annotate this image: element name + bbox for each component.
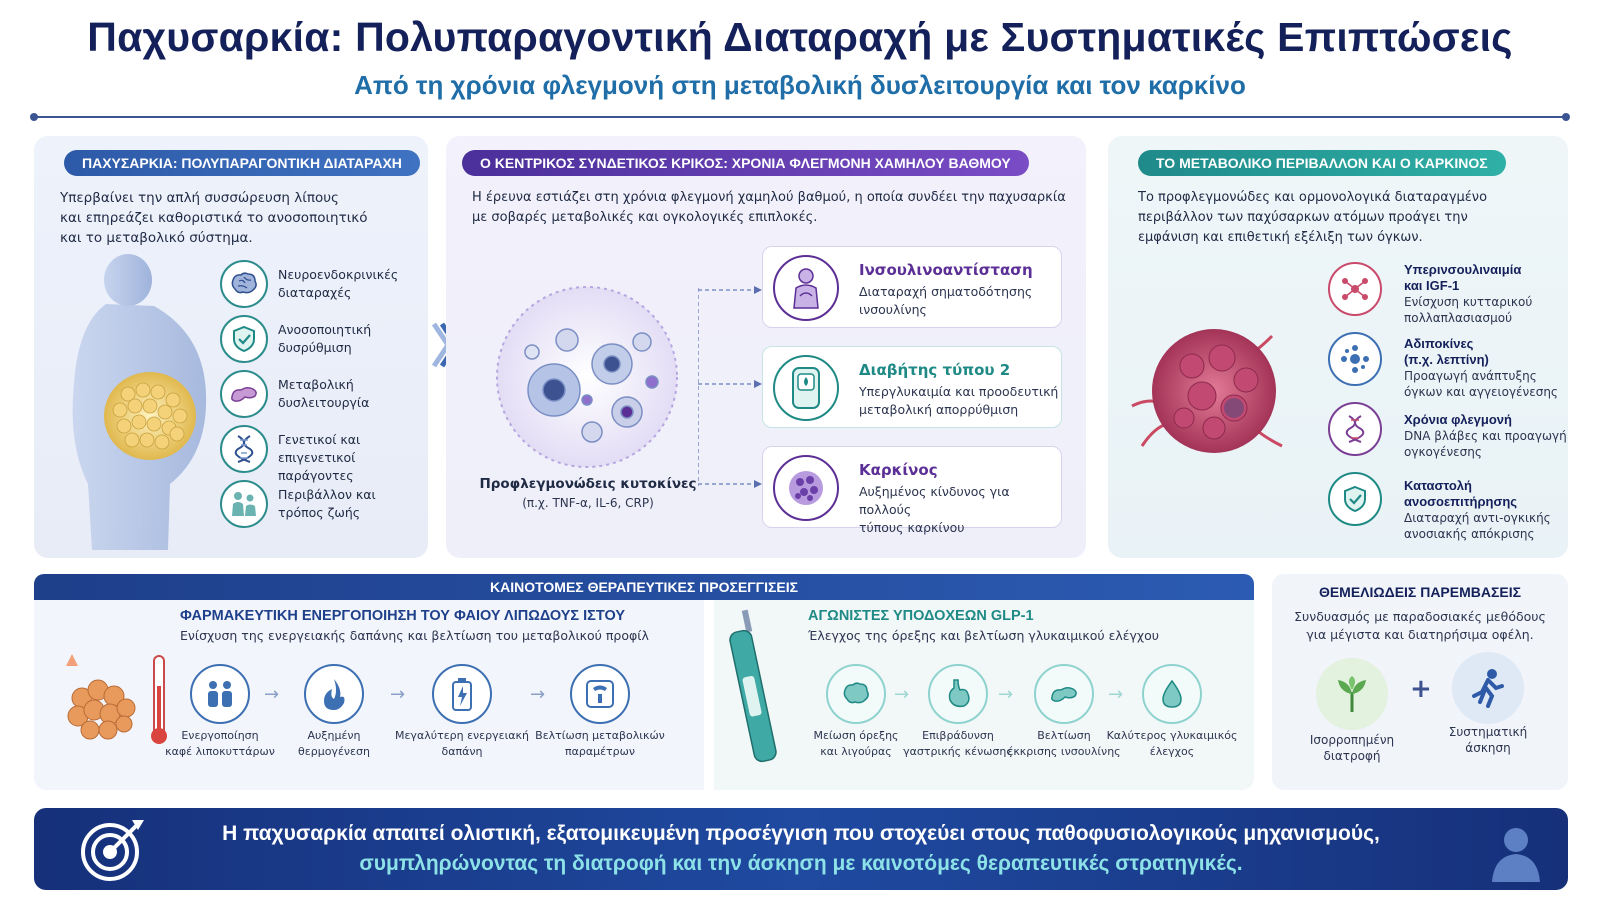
step-arrow-icon: → — [530, 684, 546, 705]
panel-chronic-inflammation: Ο ΚΕΝΤΡΙΚΟΣ ΣΥΝΔΕΤΙΚΟΣ ΚΡΙΚΟΣ: ΧΡΟΝΙΑ ΦΛ… — [446, 136, 1086, 558]
brown-adipocytes-icon — [190, 664, 250, 724]
adipokine-icon — [1328, 332, 1382, 386]
cytokines-illustration-icon — [496, 286, 678, 468]
step-arrow-icon: → — [894, 684, 910, 705]
cytokine-title: Προφλεγμονώδεις κυτοκίνες — [479, 476, 697, 492]
glucose-meter-icon — [773, 355, 839, 421]
injection-pen-icon — [729, 609, 777, 763]
scale-icon — [570, 664, 630, 724]
target-icon — [81, 820, 144, 881]
banner-line-1: Η παχυσαρκία απαιτεί ολιστική, εξατομικε… — [222, 822, 1380, 845]
brown-fat-illustration-icon — [66, 654, 167, 744]
panel3-heading: ΤΟ ΜΕΤΑΒΟΛΙΚΟ ΠΕΡΙΒΑΛΛΟΝ ΚΑΙ Ο ΚΑΡΚΙΝΟΣ — [1138, 150, 1506, 176]
panel-glp1: ΑΓΩΝΙΣΤΕΣ ΥΠΟΔΟΧΕΩΝ GLP-1 Έλεγχος της όρ… — [714, 600, 1254, 790]
panel-multifactorial: ΠΑΧΥΣΑΡΚΙΑ: ΠΟΛΥΠΑΡΑΓΟΝΤΙΚΗ ΔΙΑΤΑΡΑΧΗ Υπ… — [34, 136, 428, 558]
shield-icon — [1328, 472, 1382, 526]
shield-icon — [220, 315, 268, 363]
p3-item-adipokines: Αδιποκίνες(π.χ. λεπτίνη) Προαγωγή ανάπτυ… — [1404, 336, 1558, 399]
brain-icon — [220, 260, 268, 308]
brain-icon — [826, 664, 886, 724]
glp1-subtitle: Έλεγχος της όρεξης και βελτίωση γλυκαιμι… — [808, 628, 1160, 643]
body-silhouette-icon — [72, 254, 207, 550]
card-title: Διαβήτης τύπου 2 — [859, 361, 1011, 379]
tumor-illustration-icon — [1131, 329, 1283, 453]
running-person-icon — [1452, 652, 1524, 724]
cytokine-subtitle: (π.χ. TNF-α, IL-6, CRP) — [522, 496, 654, 510]
page-subtitle: Από τη χρόνια φλεγμονή στη μεταβολική δυ… — [354, 70, 1246, 100]
title-divider — [30, 113, 1570, 121]
brown-fat-subtitle: Ενίσχυση της ενεργειακής δαπάνης και βελ… — [180, 628, 649, 643]
card-insulin-resistance: Ινσουλινοαντίσταση Διαταραχή σηματοδότησ… — [762, 246, 1062, 328]
step-arrow-icon: → — [390, 684, 406, 705]
therapies-heading: ΚΑΙΝΟΤΟΜΕΣ ΘΕΡΑΠΕΥΤΙΚΕΣ ΠΡΟΣΕΓΓΙΣΕΙΣ — [34, 574, 1254, 600]
basic-title: ΘΕΜΕΛΙΩΔΕΙΣ ΠΑΡΕΜΒΑΣΕΙΣ — [1318, 584, 1522, 600]
panel-brown-fat: ΦΑΡΜΑΚΕΥΤΙΚΗ ΕΝΕΡΓΟΠΟΙΗΣΗ ΤΟΥ ΦΑΙΟΥ ΛΙΠΩ… — [34, 600, 704, 790]
step-arrow-icon: → — [264, 684, 280, 705]
page-title: Παχυσαρκία: Πολυπαραγοντική Διαταραχή με… — [87, 14, 1513, 60]
glp1-title: ΑΓΩΝΙΣΤΕΣ ΥΠΟΔΟΧΕΩΝ GLP-1 — [808, 608, 1034, 624]
person-silhouette-icon — [1492, 828, 1540, 882]
card-title: Ινσουλινοαντίσταση — [859, 261, 1033, 279]
drop-icon — [1142, 664, 1202, 724]
panel-metabolic-cancer: ΤΟ ΜΕΤΑΒΟΛΙΚΟ ΠΕΡΙΒΑΛΛΟΝ ΚΑΙ Ο ΚΑΡΚΙΝΟΣ … — [1108, 136, 1568, 558]
panel3-intro: Το προφλεγμονώδες και ορμονολογικά διατα… — [1138, 190, 1488, 245]
flame-icon — [304, 664, 364, 724]
panel1-heading: ΠΑΧΥΣΑΡΚΙΑ: ΠΟΛΥΠΑΡΑΓΟΝΤΙΚΗ ΔΙΑΤΑΡΑΧΗ — [64, 150, 420, 176]
dna-icon — [220, 425, 268, 473]
panel-basic-interventions: ΘΕΜΕΛΙΩΔΕΙΣ ΠΑΡΕΜΒΑΣΕΙΣ Συνδυασμός με πα… — [1272, 574, 1568, 790]
insulin-resistance-icon — [773, 255, 839, 321]
cancer-cell-icon — [773, 455, 839, 521]
panel1-intro: Υπερβαίνει την απλή συσσώρευση λίπους κα… — [60, 190, 368, 246]
stomach-icon — [928, 664, 988, 724]
step-arrow-icon: → — [998, 684, 1014, 705]
pancreas-icon — [220, 370, 268, 418]
step-arrow-icon: → — [1108, 684, 1124, 705]
cytokine-branch-arrows — [698, 286, 762, 488]
card-type2-diabetes: Διαβήτης τύπου 2 Υπεργλυκαιμία και προοδ… — [762, 346, 1062, 428]
vegetables-icon — [1316, 658, 1388, 730]
battery-icon — [432, 664, 492, 724]
family-icon — [220, 480, 268, 528]
brown-fat-title: ΦΑΡΜΑΚΕΥΤΙΚΗ ΕΝΕΡΓΟΠΟΙΗΣΗ ΤΟΥ ΦΑΙΟΥ ΛΙΠΩ… — [180, 608, 626, 624]
panel2-heading: Ο ΚΕΝΤΡΙΚΟΣ ΣΥΝΔΕΤΙΚΟΣ ΚΡΙΚΟΣ: ΧΡΟΝΙΑ ΦΛ… — [462, 150, 1029, 176]
banner-line-2: συμπληρώνοντας τη διατροφή και την άσκησ… — [359, 852, 1243, 875]
card-title: Καρκίνος — [859, 461, 938, 479]
molecule-icon — [1328, 262, 1382, 316]
dna-icon — [1328, 402, 1382, 456]
panel2-intro: Η έρευνα εστιάζει στη χρόνια φλεγμονή χα… — [472, 190, 1066, 225]
pancreas-icon — [1034, 664, 1094, 724]
summary-banner: Η παχυσαρκία απαιτεί ολιστική, εξατομικε… — [34, 808, 1568, 890]
plus-sign: + — [1410, 674, 1432, 704]
p3-item-immune-suppression: Καταστολή ανοσοεπιτήρησης Διαταραχή αντι… — [1404, 478, 1551, 541]
